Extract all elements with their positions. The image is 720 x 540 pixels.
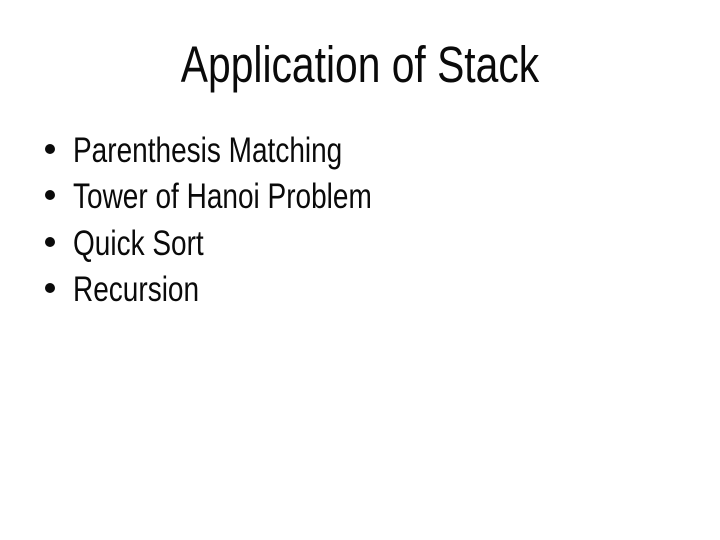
bullet-text: Recursion bbox=[73, 269, 200, 309]
list-item: Parenthesis Matching bbox=[45, 128, 447, 174]
bullet-text: Parenthesis Matching bbox=[73, 131, 343, 170]
bullet-icon bbox=[45, 236, 55, 247]
bullet-list: Parenthesis Matching Tower of Hanoi Prob… bbox=[45, 128, 447, 313]
bullet-text: Tower of Hanoi Problem bbox=[73, 177, 372, 217]
bullet-icon bbox=[45, 190, 55, 201]
bullet-icon bbox=[45, 283, 55, 294]
bullet-icon bbox=[45, 144, 55, 155]
list-item: Recursion bbox=[45, 267, 447, 313]
list-item: Quick Sort bbox=[45, 221, 447, 267]
bullet-text: Quick Sort bbox=[73, 223, 204, 263]
list-item: Tower of Hanoi Problem bbox=[45, 174, 447, 220]
slide-title-text: Application of Stack bbox=[180, 36, 540, 93]
slide-title: Application of Stack bbox=[0, 35, 720, 95]
